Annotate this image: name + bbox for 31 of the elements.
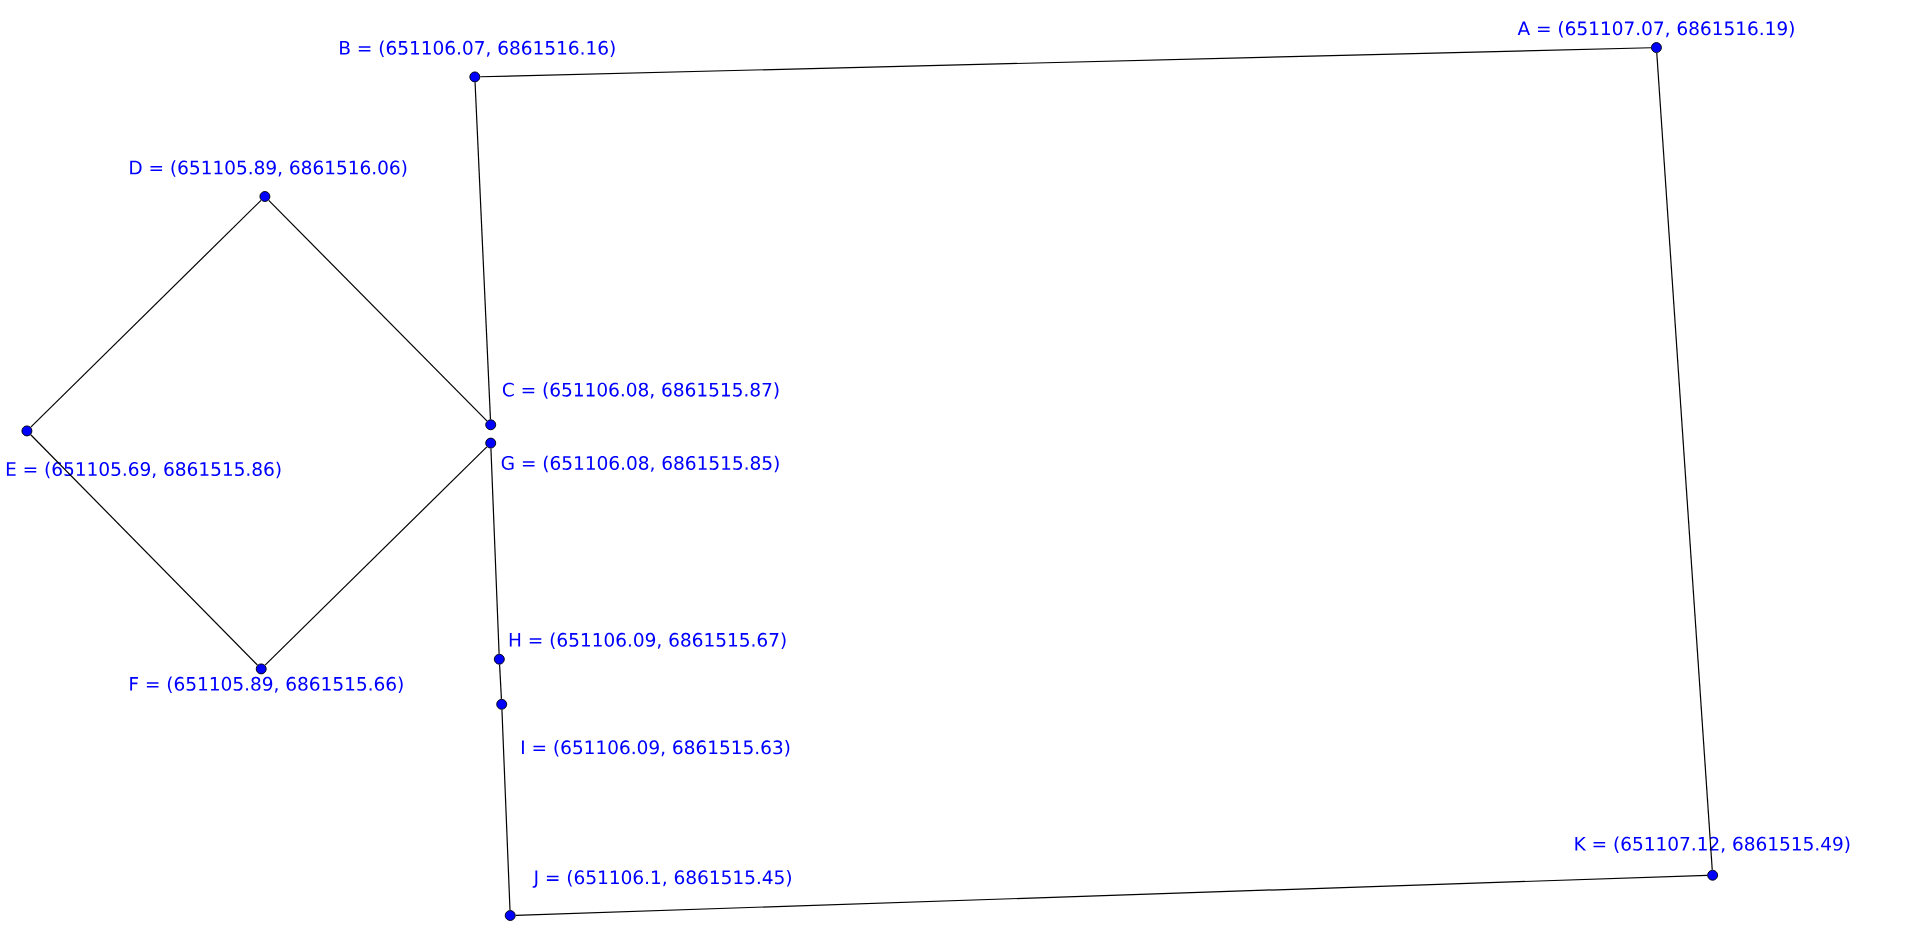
point <box>255 663 267 675</box>
coordinate-label: D = (651105.89, 6861516.06) <box>130 160 407 177</box>
point <box>1650 42 1662 54</box>
line-segment <box>490 447 500 655</box>
line-segment <box>268 199 488 422</box>
coordinate-label: F = (651105.89, 6861515.66) <box>130 676 403 694</box>
line-segment <box>474 81 492 420</box>
line-segment <box>30 199 262 428</box>
point <box>496 698 508 710</box>
point <box>485 437 497 449</box>
point <box>469 71 481 83</box>
point <box>485 419 497 431</box>
point <box>1707 869 1719 881</box>
coordinate-label: B = (651106.07, 6861516.16) <box>340 40 615 58</box>
line-segment <box>499 664 503 700</box>
line-segment <box>264 446 488 666</box>
line-segment <box>479 47 1652 78</box>
coordinate-label: H = (651106.09, 6861515.67) <box>509 632 786 650</box>
coordinate-label: A = (651107.07, 6861516.19) <box>1517 21 1794 38</box>
coordinate-label: C = (651106.08, 6861515.87) <box>502 382 779 399</box>
coordinate-label: G = (651106.08, 6861515.85) <box>501 455 779 473</box>
point <box>21 425 33 437</box>
point <box>493 653 505 665</box>
line-segment <box>30 434 258 666</box>
coordinate-label: I = (651106.09, 6861515.63) <box>522 740 790 757</box>
line-segment <box>501 709 511 911</box>
line-segment <box>515 874 1708 916</box>
point <box>504 910 516 921</box>
line-segment <box>1656 52 1713 871</box>
coordinate-label: J = (651106.1, 6861515.45) <box>532 870 791 888</box>
point <box>259 191 271 202</box>
